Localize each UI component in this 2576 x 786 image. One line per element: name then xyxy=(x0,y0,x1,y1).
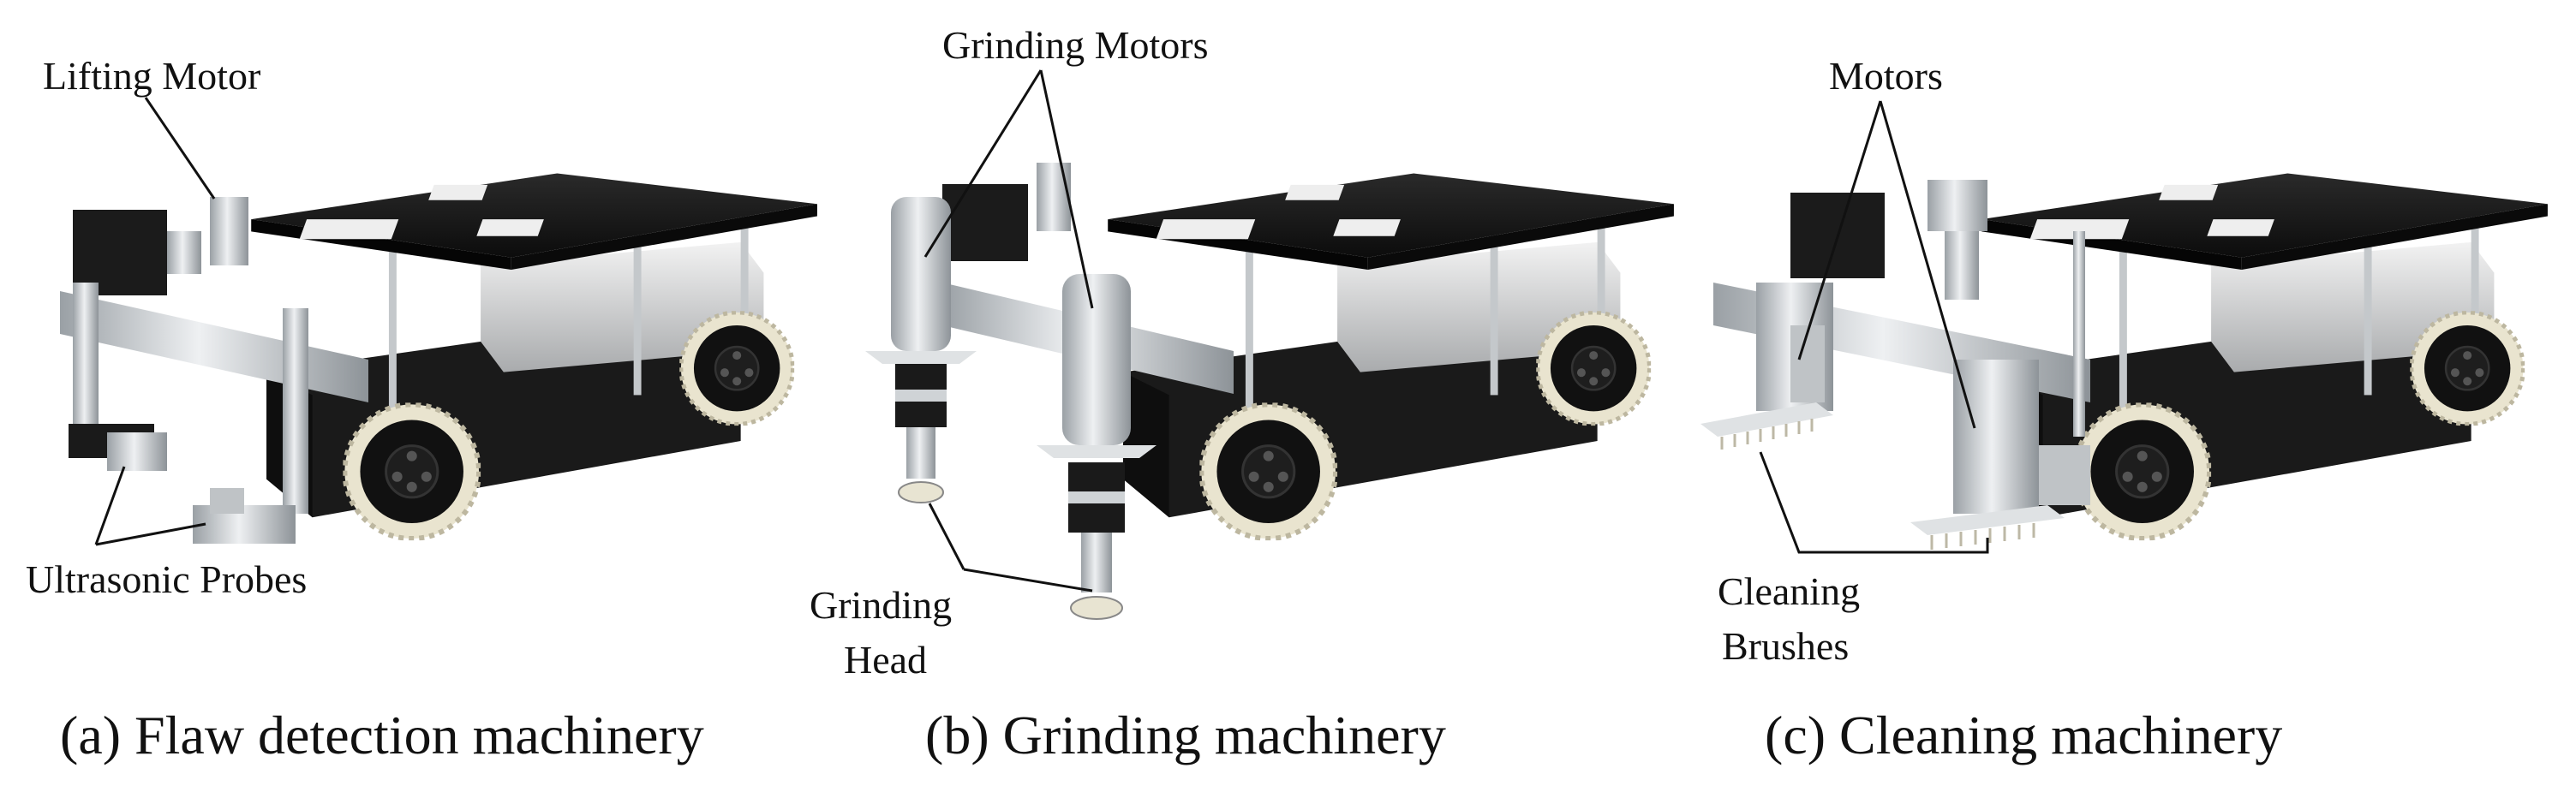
leader-ultrasonic-probes-2 xyxy=(95,522,206,546)
leader-grinding-head-1 xyxy=(928,503,965,570)
ultrasonic-probe-illustration xyxy=(69,424,296,544)
grinding-motor-2-illustration xyxy=(1037,274,1157,620)
caption-panel-a: (a) Flaw detection machinery xyxy=(60,705,704,765)
callout-lifting-motor: Lifting Motor xyxy=(43,54,260,98)
caption-panel-b: (b) Grinding machinery xyxy=(925,705,1446,765)
linear-rail-illustration xyxy=(60,291,368,402)
leader-lifting-motor xyxy=(144,97,216,199)
leader-grinding-motors-2 xyxy=(1039,69,1094,309)
caption-panel-c: (c) Cleaning machinery xyxy=(1765,705,2282,765)
callout-motors: Motors xyxy=(1829,54,1943,98)
leader-grinding-motors-1 xyxy=(923,69,1043,258)
callout-grinding-head-line2: Head xyxy=(844,638,927,682)
callout-ultrasonic-probes: Ultrasonic Probes xyxy=(26,557,307,601)
cleaning-brush-2-illustration xyxy=(1910,360,2090,550)
panel-c-cleaning: Motors Cleaning Brushes (c) Cleaning mac… xyxy=(1700,54,2548,765)
lifting-motor-illustration xyxy=(73,210,167,295)
leader-ultrasonic-probes-1 xyxy=(94,466,126,545)
grinding-motor-1-illustration xyxy=(865,197,977,503)
leader-cleaning-brushes xyxy=(1759,451,1989,554)
panel-b-grinding: Grinding Motors Grinding Head (b) Grindi… xyxy=(810,23,1674,765)
leader-grinding-head-2 xyxy=(963,568,1093,592)
callout-cleaning-brushes-line2: Brushes xyxy=(1722,624,1849,668)
cleaning-brush-1-illustration xyxy=(1700,283,1833,450)
callout-grinding-motors: Grinding Motors xyxy=(942,23,1209,67)
panel-a-flaw-detection: Lifting Motor Ultrasonic Probes (a) Flaw… xyxy=(26,54,817,765)
callout-cleaning-brushes-line1: Cleaning xyxy=(1718,569,1860,613)
leader-motors-1 xyxy=(1797,100,1882,360)
leader-motors-2 xyxy=(1879,100,1976,429)
callout-grinding-head-line1: Grinding xyxy=(810,583,952,627)
